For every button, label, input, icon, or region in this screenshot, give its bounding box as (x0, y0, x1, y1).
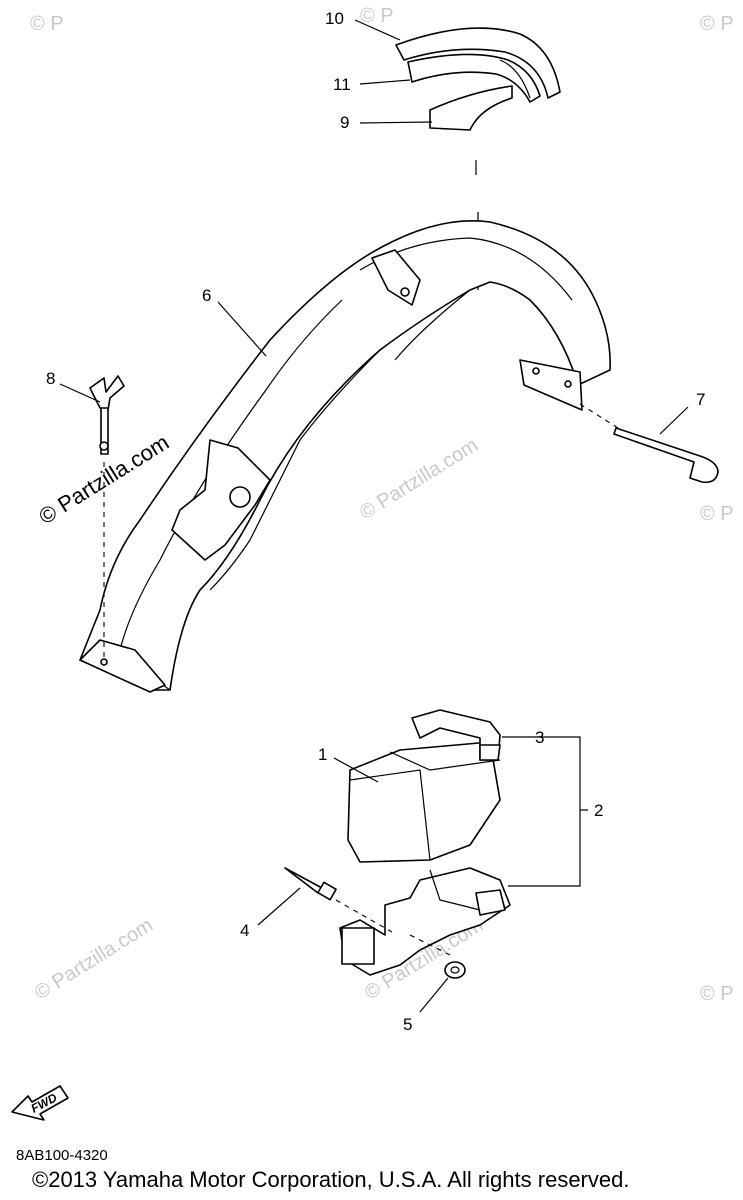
leader-lines (59, 19, 689, 1013)
watermark-top-center: © P (360, 5, 394, 27)
callout-8: 8 (46, 369, 55, 388)
part-4-screw (284, 867, 393, 933)
callout-3: 3 (535, 728, 544, 747)
part-6-fender (79, 219, 611, 693)
callout-7: 7 (696, 390, 705, 409)
callout-11: 11 (333, 75, 351, 94)
watermark-top-left: © P (30, 13, 64, 35)
part-10-decal (395, 27, 561, 99)
part-2-holder (339, 867, 511, 976)
watermark-right-mid: © P (700, 503, 734, 525)
callout-6: 6 (202, 286, 211, 305)
part-7-hook (579, 403, 719, 484)
part-5-nut (444, 961, 466, 979)
watermark-top-right: © P (700, 13, 734, 35)
callout-1: 1 (318, 745, 327, 764)
callout-4: 4 (240, 921, 249, 940)
part-9-decal (429, 85, 513, 131)
part-1-box (347, 741, 501, 863)
callout-9: 9 (340, 113, 349, 132)
watermark-bottom-right: © P (700, 983, 734, 1005)
callout-5: 5 (403, 1015, 412, 1034)
diagram-code: 8AB100-4320 (16, 1147, 108, 1164)
part-3-strap (411, 709, 501, 761)
callouts: 10 11 9 6 7 8 1 3 2 4 5 (46, 9, 705, 1034)
watermark-middle: © Partzilla.com (356, 434, 482, 524)
callout-2: 2 (594, 801, 603, 820)
copyright-notice: ©2013 Yamaha Motor Corporation, U.S.A. A… (32, 1167, 630, 1192)
fwd-arrow-icon: FWD (11, 1085, 69, 1121)
watermark-bottom-left: © Partzilla.com (31, 914, 157, 1004)
callout-10: 10 (325, 9, 344, 28)
emblem-set (395, 27, 561, 131)
part-11-decal (407, 53, 541, 103)
